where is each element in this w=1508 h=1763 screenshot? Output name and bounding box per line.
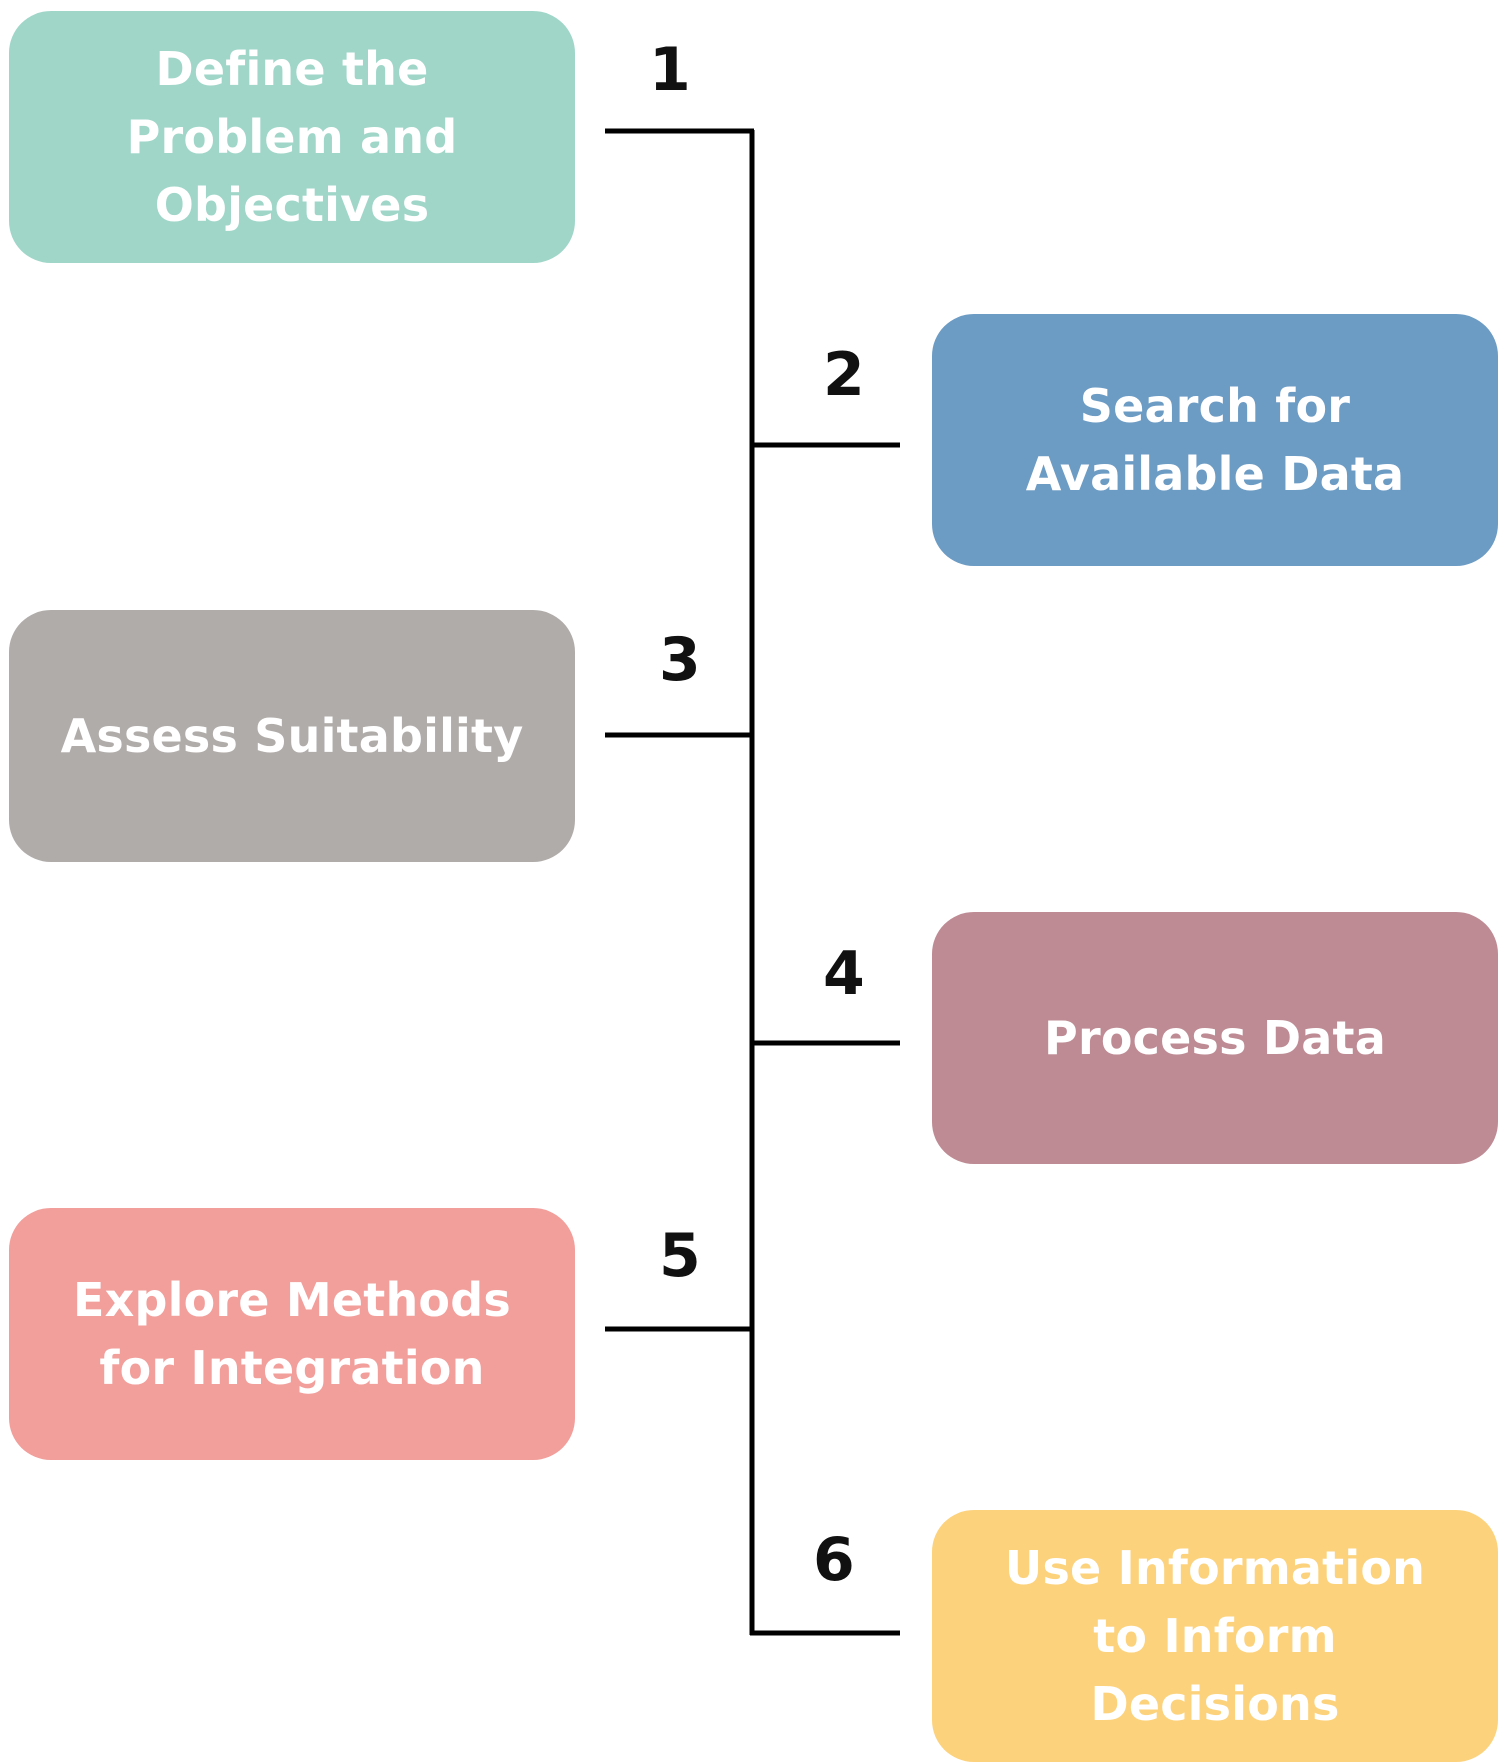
step-number-4: 4: [823, 939, 865, 1009]
step-label-1: Define the Problem and Objectives: [126, 42, 458, 232]
step-box-1: Define the Problem and Objectives: [9, 11, 575, 263]
step-number-2: 2: [823, 340, 865, 410]
step-number-5: 5: [659, 1221, 701, 1291]
step-box-5: Explore Methods for Integration: [9, 1208, 575, 1460]
step-box-2: Search for Available Data: [932, 314, 1498, 566]
step-box-4: Process Data: [932, 912, 1498, 1164]
step-label-3: Assess Suitability: [60, 709, 524, 763]
step-number-6: 6: [813, 1525, 855, 1595]
step-label-5: Explore Methods for Integration: [73, 1273, 511, 1395]
step-label-6: Use Information to Inform Decisions: [1004, 1541, 1426, 1731]
step-label-2: Search for Available Data: [1025, 379, 1405, 501]
step-label-4: Process Data: [1044, 1011, 1386, 1065]
step-box-6: Use Information to Inform Decisions: [932, 1510, 1498, 1762]
step-number-3: 3: [659, 625, 701, 695]
step-number-1: 1: [649, 35, 691, 105]
step-box-3: Assess Suitability: [9, 610, 575, 862]
